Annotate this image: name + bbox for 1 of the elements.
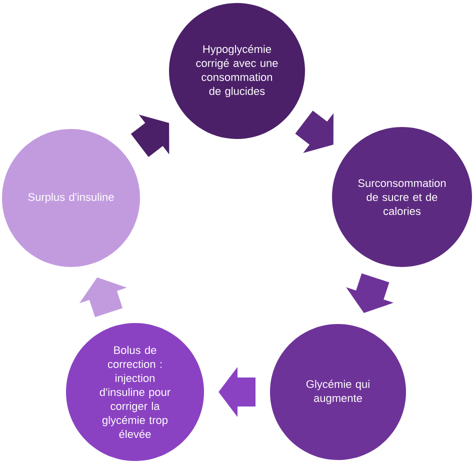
block-arrow [130, 114, 170, 157]
